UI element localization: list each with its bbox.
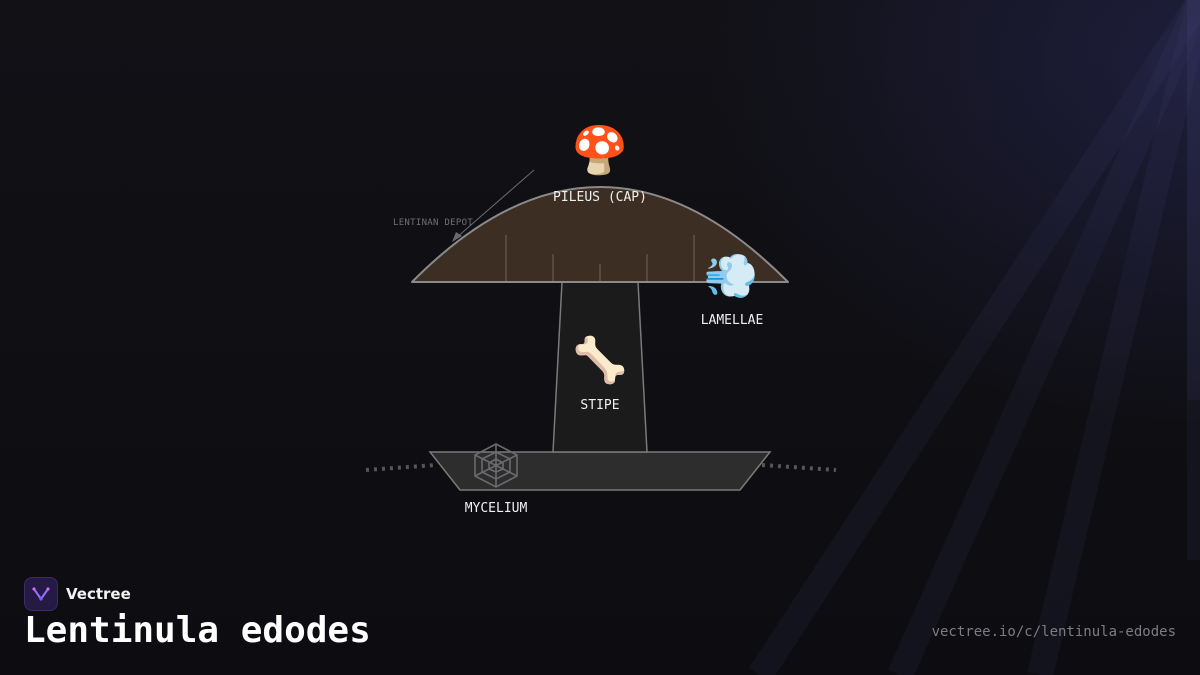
mycelium-thread-right bbox=[761, 463, 837, 472]
source-url[interactable]: vectree.io/c/lentinula-edodes bbox=[931, 624, 1176, 640]
annotation-arrowhead bbox=[452, 232, 462, 242]
bone-icon: 🦴 bbox=[572, 335, 628, 386]
web-icon bbox=[474, 443, 518, 488]
brand-name: Vectree bbox=[66, 585, 131, 603]
label-stipe: STIPE bbox=[580, 398, 620, 413]
annotation-leader bbox=[455, 169, 535, 239]
label-mycelium: MYCELIUM bbox=[464, 501, 528, 516]
dash-wind-icon: 💨 bbox=[703, 251, 759, 302]
vectree-logo-icon bbox=[24, 577, 58, 611]
label-pileus: PILEUS (CAP) bbox=[553, 190, 647, 205]
brand[interactable]: Vectree bbox=[24, 577, 131, 611]
label-lamellae: LAMELLAE bbox=[700, 313, 764, 328]
annotation-lentinan-depot: LENTINAN DEPOT bbox=[393, 218, 474, 228]
page-title: Lentinula edodes bbox=[24, 610, 371, 651]
mushroom-icon: 🍄 bbox=[571, 123, 629, 177]
mycelium-base-shape bbox=[428, 451, 772, 491]
mycelium-thread-left bbox=[365, 463, 437, 472]
lamellae-lines bbox=[505, 235, 695, 281]
